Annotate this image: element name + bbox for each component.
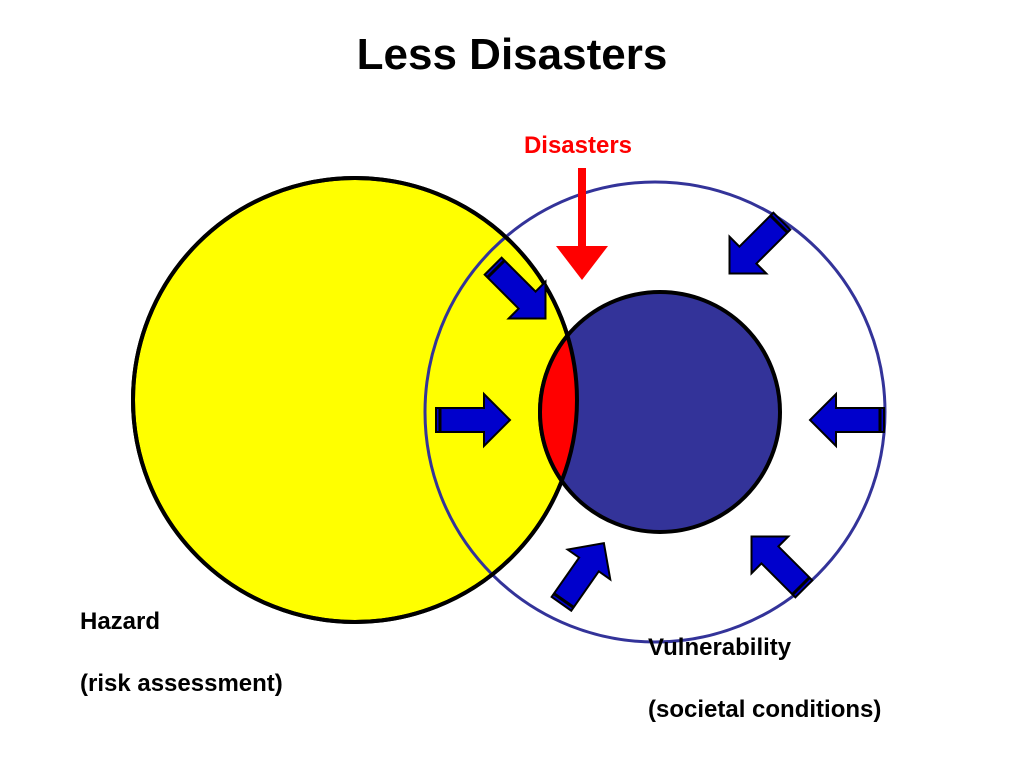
hazard-subtitle: (risk assessment) [80, 670, 283, 697]
arrow-icon [728, 211, 792, 275]
arrow-icon [435, 391, 512, 449]
arrow-icon [808, 391, 885, 449]
slide-title: Less Disasters [356, 30, 668, 79]
vulnerability-subtitle: (societal conditions) [648, 696, 882, 723]
vulnerability-label: Vulnerability [648, 634, 792, 661]
arrow-icon [750, 535, 814, 599]
disasters-label: Disasters [524, 132, 632, 159]
arrow-icon [550, 542, 612, 613]
disaster-overlap [538, 290, 577, 534]
hazard-label: Hazard [80, 608, 161, 635]
arrow-icon [483, 256, 547, 320]
reduction-arrows [435, 211, 885, 613]
down-arrow-icon [556, 168, 608, 280]
hazard-circle [131, 176, 579, 624]
